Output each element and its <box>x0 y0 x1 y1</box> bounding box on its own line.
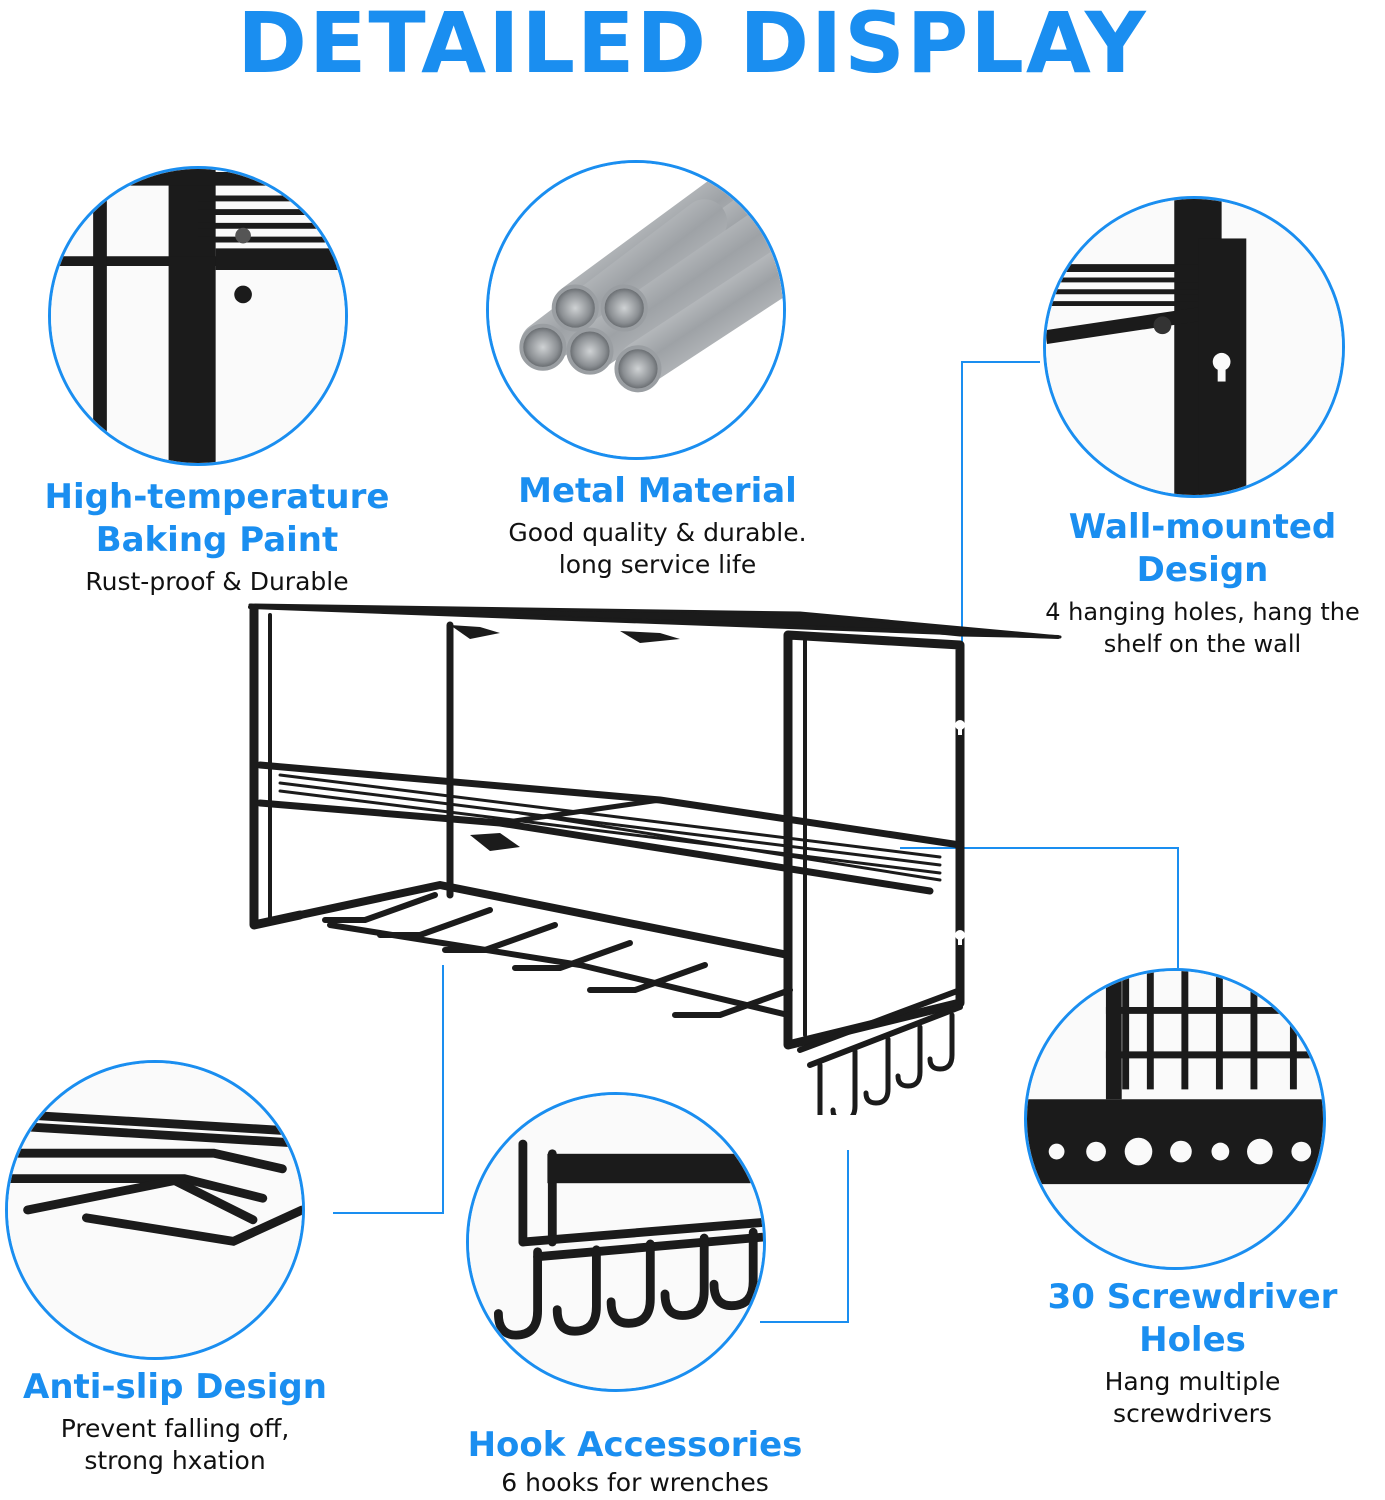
connector-wall-mount <box>961 361 1040 705</box>
feature-description-line: Prevent falling off, <box>60 1414 290 1443</box>
feature-wall-mount: Wall-mounted Design 4 hanging holes, han… <box>1020 506 1385 660</box>
feature-description-line: screwdrivers <box>1113 1399 1272 1428</box>
feature-description: Hang multiple screwdrivers <box>1030 1366 1355 1430</box>
feature-heading-line: Holes <box>1139 1320 1246 1360</box>
closeup-circle-wall-mount <box>1043 196 1345 498</box>
feature-heading-line: Design <box>1136 550 1269 590</box>
feature-description: 4 hanging holes, hang the shelf on the w… <box>1020 596 1385 660</box>
feature-heading-line: Wall-mounted <box>1068 507 1337 547</box>
feature-paint: High-temperature Baking Paint Rust-proof… <box>20 476 414 598</box>
feature-heading-line: Baking Paint <box>95 520 339 560</box>
feature-description: Rust-proof & Durable <box>20 566 414 598</box>
feature-description-line: Rust-proof & Durable <box>85 567 349 596</box>
feature-heading: Anti-slip Design <box>10 1366 340 1409</box>
closeup-circle-metal <box>486 160 786 460</box>
connector-screwdriver-holes <box>900 847 1179 968</box>
tool-slot-closeup-icon <box>8 1063 302 1357</box>
feature-heading-line: Metal Material <box>518 471 797 511</box>
feature-heading-line: 30 Screwdriver <box>1047 1277 1338 1317</box>
screwdriver-holes-closeup-icon <box>1027 971 1323 1267</box>
closeup-circle-screwdriver-holes <box>1024 968 1326 1270</box>
feature-description: Prevent falling off, strong hxation <box>10 1413 340 1477</box>
feature-heading-line: High-temperature <box>44 477 390 517</box>
feature-description-line: long service life <box>558 550 757 579</box>
tool-shelf-product <box>248 603 1062 1115</box>
feature-heading: Metal Material <box>440 470 875 513</box>
feature-description-line: Hang multiple <box>1104 1367 1281 1396</box>
feature-heading-line: Hook Accessories <box>467 1425 803 1465</box>
hooks-closeup-icon <box>469 1095 763 1389</box>
closeup-circle-hooks <box>466 1092 766 1392</box>
feature-heading: High-temperature Baking Paint <box>20 476 414 562</box>
feature-description-line: strong hxation <box>84 1446 266 1475</box>
feature-heading: Wall-mounted Design <box>1020 506 1385 592</box>
feature-description-line: shelf on the wall <box>1103 630 1302 658</box>
feature-description-line: 4 hanging holes, hang the <box>1045 598 1360 626</box>
feature-heading-line: Anti-slip Design <box>23 1367 327 1407</box>
feature-heading: Hook Accessories <box>440 1424 830 1467</box>
connector-anti-slip <box>333 965 444 1214</box>
feature-heading: 30 Screwdriver Holes <box>1030 1276 1355 1362</box>
closeup-circle-paint <box>48 166 348 466</box>
steel-tubes-icon <box>489 163 783 457</box>
keyhole-bracket-closeup-icon <box>1046 199 1342 495</box>
page-title: DETAILED DISPLAY <box>237 0 1148 92</box>
feature-description: 6 hooks for wrenches <box>440 1467 830 1499</box>
feature-description-line: 6 hooks for wrenches <box>501 1468 769 1497</box>
feature-hooks: Hook Accessories 6 hooks for wrenches <box>440 1424 830 1499</box>
feature-anti-slip: Anti-slip Design Prevent falling off, st… <box>10 1366 340 1477</box>
shelf-corner-closeup-icon <box>51 169 345 463</box>
connector-hooks <box>760 1150 849 1323</box>
closeup-circle-anti-slip <box>5 1060 305 1360</box>
feature-description: Good quality & durable. long service lif… <box>440 517 875 581</box>
feature-metal: Metal Material Good quality & durable. l… <box>440 470 875 581</box>
feature-screwdriver-holes: 30 Screwdriver Holes Hang multiple screw… <box>1030 1276 1355 1430</box>
feature-description-line: Good quality & durable. <box>508 518 807 547</box>
